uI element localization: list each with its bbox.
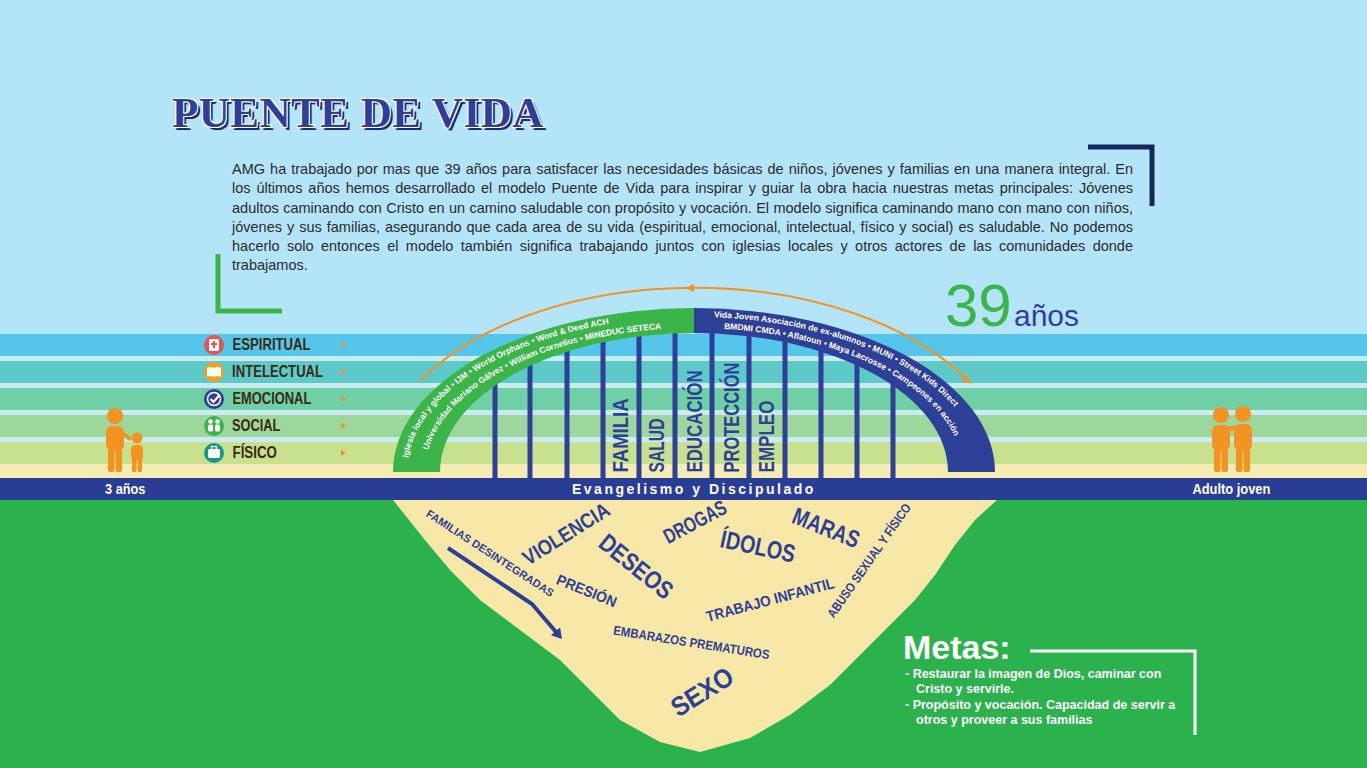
- physical-icon: [208, 449, 220, 458]
- figure-part: [1214, 446, 1221, 472]
- social-icon: [215, 419, 220, 424]
- road-label: Adulto joven: [1192, 481, 1270, 497]
- text-guide: [694, 317, 981, 472]
- intro-paragraph: AMG ha trabajado por mas que 39 años par…: [232, 160, 1133, 276]
- road-label: Evangelismo y Discipulado: [572, 481, 816, 497]
- pillar-label: EDUCACIÓN: [677, 338, 711, 474]
- pillar-label-text: FAMILIA: [608, 398, 633, 472]
- intellectual-icon: [207, 367, 221, 377]
- life-area-band-text: ESPIRITUAL: [232, 336, 310, 354]
- life-area-band-text: SOCIAL: [232, 417, 280, 435]
- figure-part: [1236, 446, 1243, 472]
- bridge-bar: [673, 330, 678, 478]
- social-icon: [204, 416, 224, 436]
- arrow-head: [685, 284, 694, 292]
- bridge-bar: [601, 339, 606, 478]
- bridge-bar: [565, 349, 570, 478]
- pillar-label: FAMILIA: [603, 338, 637, 474]
- years-word: años: [1014, 301, 1079, 331]
- road-label: 3 años: [105, 481, 145, 497]
- intellectual-icon: [204, 362, 224, 382]
- figure-part: [1222, 446, 1229, 472]
- figure-part: [132, 457, 137, 472]
- bridge-bar: [747, 333, 752, 478]
- arrow-head: [962, 375, 971, 384]
- pillar-label: PROTECCIÓN: [714, 338, 748, 474]
- emotional-icon: [204, 389, 224, 409]
- arch-half: [393, 308, 694, 472]
- figure-part: [116, 446, 123, 472]
- social-icon: [208, 419, 213, 424]
- bridge-bar: [710, 330, 715, 478]
- social-icon: [208, 425, 213, 432]
- life-area-band-text: EMOCIONAL: [232, 390, 311, 408]
- pointer: [341, 342, 346, 348]
- arrow-head: [551, 628, 562, 640]
- road-band: 3 años Evangelismo y Discipulado Adulto jo…: [0, 478, 1367, 500]
- life-area-band-text: FÍSICO: [232, 444, 276, 462]
- figure-part: [1244, 446, 1251, 472]
- young-adults-figure: [1212, 406, 1252, 472]
- bridge-bar: [855, 363, 860, 478]
- social-icon: [215, 425, 220, 432]
- bridge-bar: [493, 383, 498, 478]
- spiritual-icon: [204, 335, 224, 355]
- pointer: [341, 369, 346, 375]
- life-band: [0, 334, 1367, 356]
- parent-child-figure: [106, 408, 143, 472]
- physical-icon: [212, 447, 217, 450]
- pointer: [341, 396, 346, 402]
- physical-icon: [204, 443, 224, 463]
- bridge-bar: [528, 363, 533, 478]
- pointer: [341, 423, 346, 429]
- text-guide: [407, 317, 694, 472]
- pillar-label-text: PROTECCIÓN: [718, 362, 743, 472]
- bridge-bar: [637, 333, 642, 478]
- goals-box: Metas:- Restaurar la imagen de Dios, cam…: [903, 628, 1188, 730]
- pillar-label: SALUD: [640, 338, 674, 474]
- spiritual-icon: [211, 343, 217, 345]
- pillar-label-text: SALUD: [644, 418, 669, 472]
- sky: [0, 0, 1367, 334]
- emotional-icon: [208, 393, 221, 406]
- pillar-label-text: EDUCACIÓN: [682, 370, 707, 472]
- text-guide: [425, 328, 694, 472]
- text-guide: [694, 328, 963, 472]
- problem-region: FAMILIAS DESINTEGRADASVIOLENCIADESEOSDRO…: [393, 500, 997, 753]
- bridge-bar: [891, 383, 896, 478]
- figure-part: [108, 446, 115, 472]
- figure-part: [138, 457, 143, 472]
- figure-part: [119, 430, 133, 441]
- life-area-band-text: INTELECTUAL: [232, 363, 323, 381]
- bridge-bar: [819, 349, 824, 478]
- pillar-label: EMPLEO: [749, 338, 783, 474]
- goals-heading: Metas:: [903, 628, 1011, 666]
- figure-part: [1222, 426, 1242, 431]
- pillar-label-text: EMPLEO: [753, 400, 778, 472]
- years-number: 39: [945, 276, 1012, 336]
- bridge-bar: [783, 339, 788, 478]
- goal-item: - Restaurar la imagen de Dios, caminar c…: [905, 667, 1178, 697]
- pointer: [341, 450, 346, 456]
- goal-item: - Propósito y vocación. Capacidad de ser…: [905, 698, 1178, 728]
- life-area-band: ESPIRITUAL: [0, 334, 1367, 356]
- figure-part: [132, 433, 143, 444]
- emotional-icon: [211, 395, 220, 402]
- problem-area: [393, 500, 997, 752]
- figure-part: [107, 408, 123, 424]
- spiritual-icon: [209, 339, 219, 351]
- figure-part: [1235, 406, 1251, 422]
- title: PUENTE DE VIDA: [172, 88, 544, 138]
- figure-part: [1213, 407, 1229, 423]
- arch-half: [694, 308, 995, 472]
